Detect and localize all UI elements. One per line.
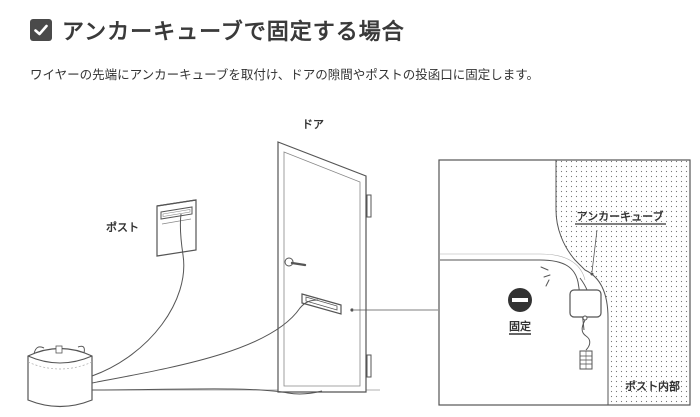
post-label: ポスト xyxy=(106,220,139,234)
door-label: ドア xyxy=(302,118,324,131)
post-box xyxy=(156,199,197,257)
page-title: アンカーキューブで固定する場合 xyxy=(62,20,405,45)
detail-panel xyxy=(438,159,691,406)
door xyxy=(277,141,438,393)
description-text: ワイヤーの先端にアンカーキューブを取付け、ドアの隙間やポストの投函口に固定します… xyxy=(30,67,540,82)
motion-marks xyxy=(540,266,551,287)
checkbox-icon xyxy=(30,19,52,41)
anchor-cube xyxy=(569,289,602,351)
bag xyxy=(27,345,93,408)
anchor-cube-label: アンカーキューブ xyxy=(577,209,664,223)
door-handle xyxy=(284,257,307,267)
post-inside-label: ポスト内部 xyxy=(625,379,680,393)
section-header: アンカーキューブで固定する場合 xyxy=(30,14,405,46)
anchor-cube-diagram: ドア ポスト xyxy=(27,118,691,408)
door-mail-slot xyxy=(301,293,342,315)
wire-lock xyxy=(579,350,593,370)
wires xyxy=(91,213,323,395)
fixed-label: 固定 xyxy=(509,319,531,333)
fixed-icon xyxy=(508,288,532,312)
